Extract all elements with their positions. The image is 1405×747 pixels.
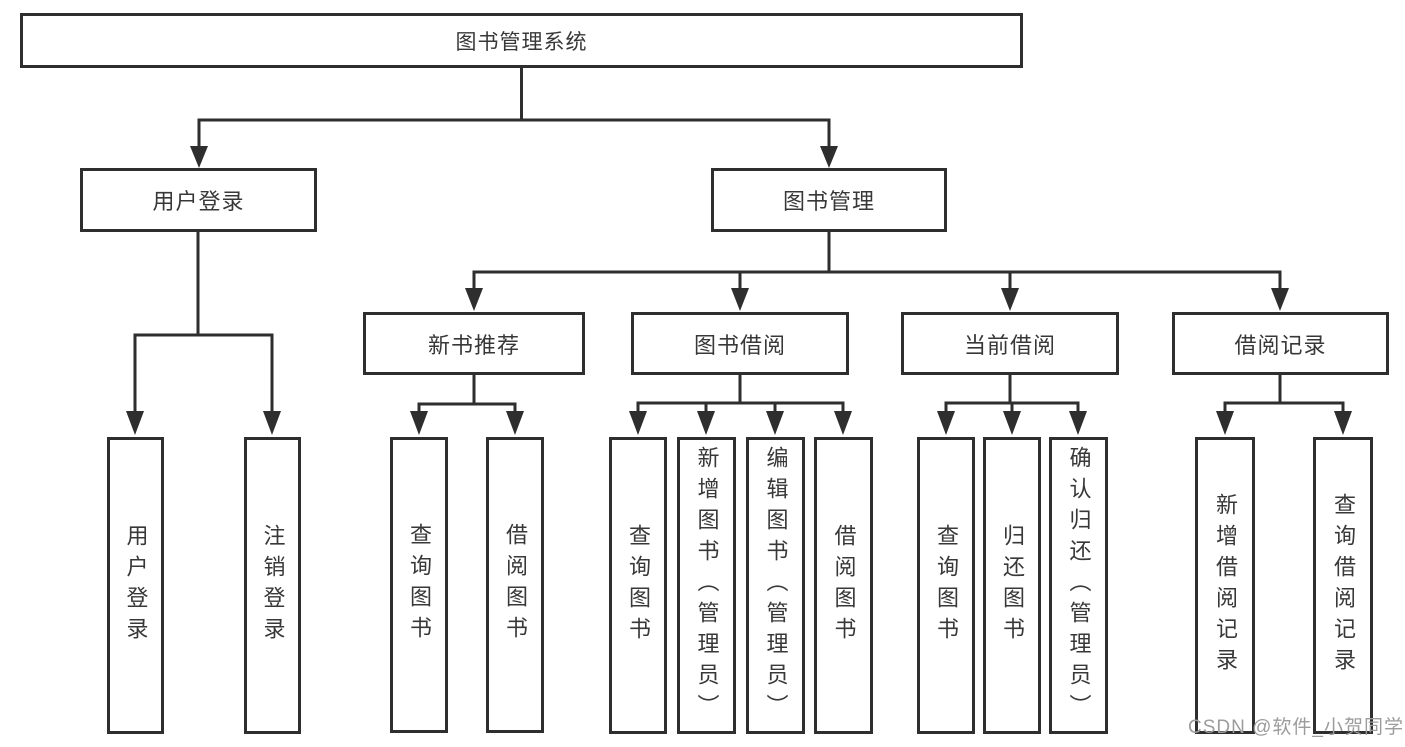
- node-root-system: 图书管理系统: [20, 13, 1023, 68]
- node-leaf-user-login: 用户登录: [107, 437, 164, 734]
- csdn-watermark: CSDN @软件_小贺同学: [1188, 717, 1404, 738]
- node-borrow-record: 借阅记录: [1172, 312, 1389, 375]
- node-new-book-recommend: 新书推荐: [363, 312, 585, 375]
- node-book-borrow: 图书借阅: [631, 312, 849, 375]
- node-leaf-add-book-admin: 新增图书（管理员）: [677, 437, 736, 734]
- node-leaf-query-book-2: 查询图书: [609, 437, 667, 734]
- node-user-login-branch: 用户登录: [80, 168, 317, 232]
- node-leaf-borrow-book-2: 借阅图书: [814, 437, 873, 734]
- node-book-management: 图书管理: [711, 168, 947, 232]
- node-leaf-borrow-book-1: 借阅图书: [486, 437, 544, 733]
- node-current-borrow: 当前借阅: [901, 312, 1119, 375]
- node-leaf-query-book-1: 查询图书: [390, 437, 448, 733]
- node-leaf-logout: 注销登录: [244, 437, 301, 734]
- node-leaf-query-borrow-record: 查询借阅记录: [1313, 437, 1373, 734]
- node-leaf-add-borrow-record: 新增借阅记录: [1195, 437, 1255, 734]
- node-leaf-return-book: 归还图书: [983, 437, 1041, 734]
- node-leaf-query-book-3: 查询图书: [917, 437, 975, 734]
- node-leaf-edit-book-admin: 编辑图书（管理员）: [746, 437, 805, 734]
- node-leaf-confirm-return-admin: 确认归还（管理员）: [1049, 437, 1108, 734]
